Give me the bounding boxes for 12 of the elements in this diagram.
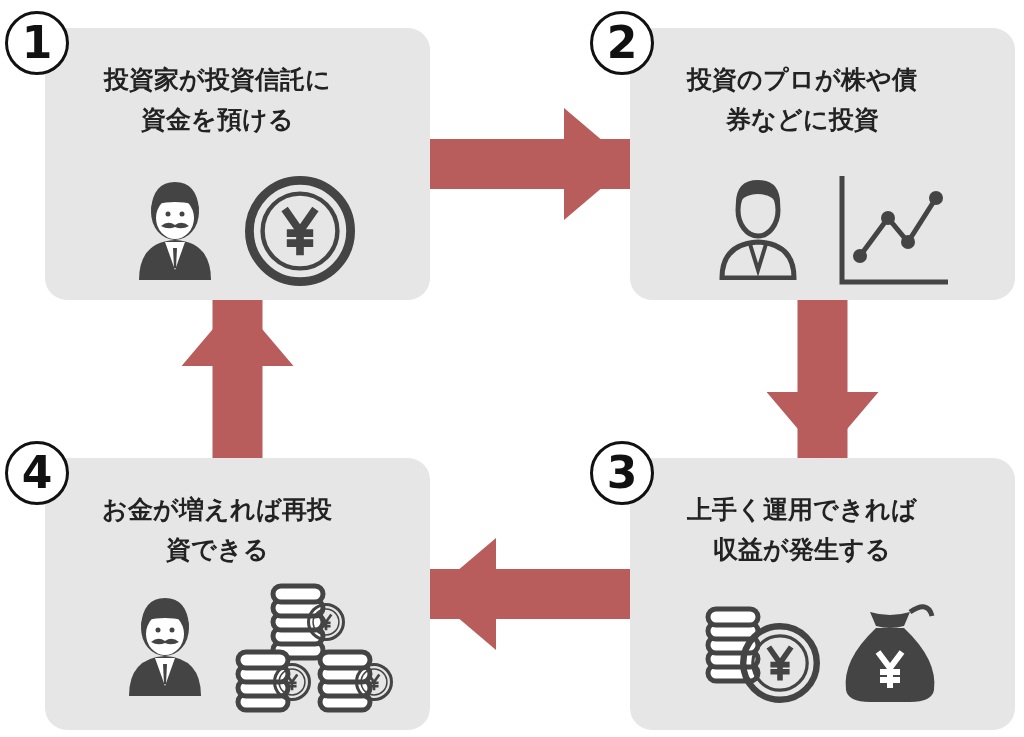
block-arrow [430,538,630,650]
block-arrow [430,108,630,220]
step-text: 上手く運用できれば収益が発生する [686,494,918,566]
block-arrow [181,300,294,458]
step-text: 投資のプロが株や債券などに投資 [685,64,918,136]
step-text: 投資家が投資信託に資金を預ける [102,64,332,136]
step-number: 3 [590,441,654,505]
block-arrow [766,300,879,458]
step-number: 2 [590,11,654,75]
step-number: 1 [5,11,69,75]
step-number: 4 [5,441,69,505]
step-text: お金が増えれば再投資できる [101,494,333,566]
